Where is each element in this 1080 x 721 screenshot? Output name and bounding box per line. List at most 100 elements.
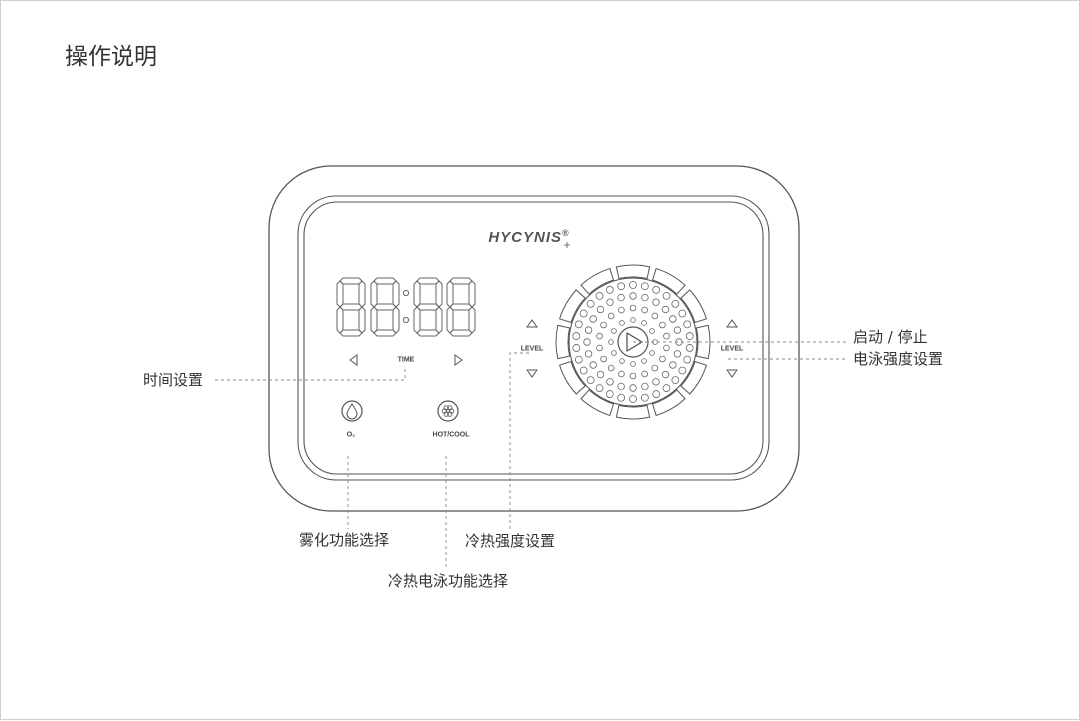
dial-dot [617,282,626,291]
dial-dot [678,309,687,318]
dial-dot [630,317,636,323]
level-label-right: LEVEL [720,345,744,353]
dial-dot [579,309,588,318]
device-outer-frame [268,165,800,512]
dial-dot [605,390,614,398]
dial-segment[interactable] [695,324,711,360]
dial-segment[interactable] [558,360,586,395]
dial-dot [584,350,593,358]
snowflake-petal [447,405,453,411]
dial-dot [586,299,595,308]
play-icon [626,332,643,352]
callout-hotcold-current: 冷热电泳功能选择 [388,572,509,590]
o2-button[interactable] [341,400,363,422]
display-colon [402,289,410,324]
dial-dot [583,338,591,346]
digit-segment [392,306,400,334]
dial-dot [659,355,666,363]
arrow-left-icon[interactable] [349,354,358,366]
dial-segment[interactable] [580,267,615,295]
dial-dot [649,328,655,334]
dial-dot [574,320,583,329]
dial-dot [629,281,637,289]
dial-dot [618,306,625,314]
dial-dot [652,298,660,306]
leader-time-setting [215,367,406,381]
arrow-up-icon[interactable] [526,319,538,328]
dial-segment[interactable] [555,324,571,360]
dial-dot [596,305,605,314]
dial-dot [589,361,597,369]
digit-1 [336,277,366,337]
dial-dot [671,376,680,385]
arrow-right-icon[interactable] [454,354,463,366]
digit-segment [370,280,378,308]
digit-segment [416,277,440,285]
dial-segment[interactable] [558,289,586,324]
device-mid-frame [297,195,770,481]
droplet-icon [346,403,358,420]
digit-segment [449,303,473,311]
dial-dot [640,393,649,402]
dial-dot [641,306,648,314]
snowflake-icon [441,405,455,417]
arrow-up-icon[interactable] [726,319,738,328]
hot-cool-button[interactable] [437,400,459,422]
dial-segment[interactable] [680,289,708,324]
dial-dot [607,312,615,320]
dial-dot [617,293,625,302]
dial-dot [651,312,659,320]
control-dial [555,264,711,420]
level-label-left: LEVEL [520,345,544,353]
dial-dot [600,321,607,329]
digit-segment [339,303,363,311]
dial-dot [630,361,636,367]
digit-segment [449,329,473,337]
dial-segment[interactable] [580,389,615,417]
snowflake-petal [443,405,449,411]
dial-dot [673,350,682,358]
dial-dot [662,291,671,300]
dial-dot [595,291,604,300]
dial-dot [651,364,659,372]
dial-dot [683,320,692,329]
digit-segment [416,329,440,337]
dial-segment[interactable] [651,267,686,295]
dial-segment[interactable] [680,360,708,395]
dial-dot [669,361,677,369]
dial-dot [641,382,649,391]
dial-dot [652,286,661,294]
dial-dot [589,315,597,323]
dial-segment[interactable] [651,389,686,417]
dial-dot [629,292,637,300]
hot-cool-label: HOT/COOL [432,431,470,439]
callout-atomize: 雾化功能选择 [299,531,390,549]
dial-dot [661,305,670,314]
digit-segment [358,280,366,308]
dial-dot [685,332,694,340]
dial-dot [605,286,614,294]
dial-dot [584,326,593,334]
digit-segment [373,303,397,311]
digit-segment [336,306,344,334]
arrow-down-icon[interactable] [726,369,738,378]
dial-dot [611,350,617,356]
dial-dot [629,372,637,380]
o2-label: O₂ [346,431,356,439]
page-title: 操作说明 [65,44,157,70]
dial-dot [652,378,660,386]
digit-segment [339,329,363,337]
brand-registered-mark: ® [562,228,570,238]
dial-dot [685,344,694,352]
arrow-down-icon[interactable] [526,369,538,378]
dial-dot [618,370,625,378]
dial-dot [600,355,607,363]
dial-segment[interactable] [615,264,651,280]
dial-dot-pattern [572,281,694,403]
dial-segment[interactable] [615,404,651,420]
digit-segment [392,280,400,308]
dial-dot [629,304,637,312]
dial-dot [572,344,581,352]
